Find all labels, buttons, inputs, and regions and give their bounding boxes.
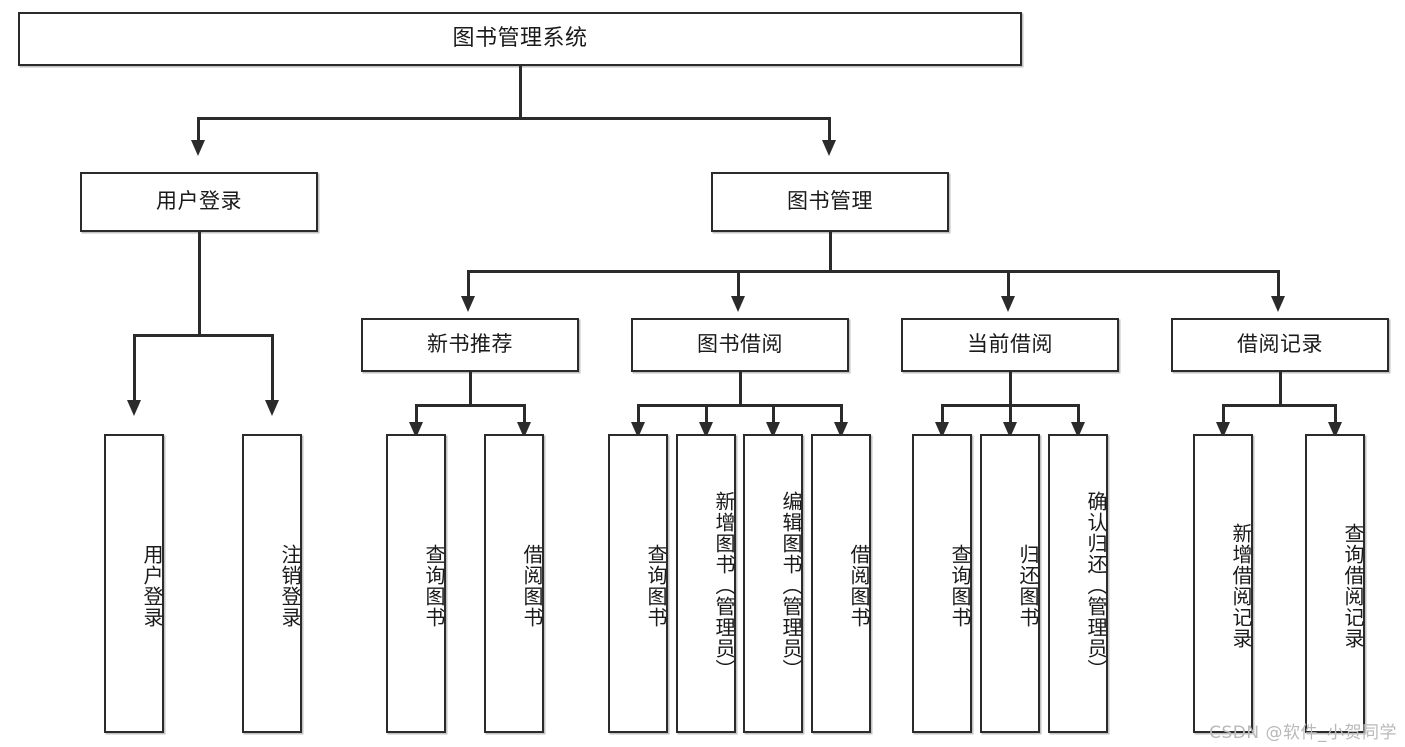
leaf-label: 查询图书 [644, 543, 668, 628]
connector-new-book-bar [415, 404, 525, 407]
connector-book-borrow-drop-2 [705, 404, 708, 426]
leaf-new-book-borrow[interactable]: 借阅图书 [484, 434, 544, 733]
csdn-watermark: CSDN @软件_小贺同学 [1209, 723, 1397, 743]
connector-new-book-drop-1 [415, 404, 418, 426]
leaf-label: 注销登录 [278, 543, 302, 628]
connector-book-manage-stem [829, 232, 832, 272]
connector-user-login-drop-1 [133, 334, 136, 402]
leaf-label: 确认归还（管理员） [1084, 491, 1108, 680]
leaf-label: 查询图书 [948, 543, 972, 628]
leaf-label: 编辑图书（管理员） [779, 491, 803, 680]
connector-book-borrow-drop-1 [637, 404, 640, 426]
connector-borrow-record-drop-2 [1334, 404, 1337, 426]
leaf-label: 借阅图书 [847, 543, 871, 628]
connector-book-borrow-drop-4 [840, 404, 843, 426]
leaf-label: 借阅图书 [520, 543, 544, 628]
node-book-borrow[interactable]: 图书借阅 [631, 318, 849, 372]
leaf-label: 新增借阅记录 [1229, 522, 1253, 649]
leaf-label: 归还图书 [1016, 543, 1040, 628]
leaf-label: 用户登录 [140, 543, 164, 628]
connector-root-to-book-manage [828, 117, 831, 143]
arrowhead-user-login-leaf-2 [265, 400, 279, 416]
connector-book-manage-bar [467, 270, 1279, 273]
connector-book-borrow-drop-3 [772, 404, 775, 426]
arrowhead-current-borrow [1001, 296, 1015, 312]
node-current-borrow[interactable]: 当前借阅 [901, 318, 1119, 372]
leaf-current-borrow-return[interactable]: 归还图书 [980, 434, 1040, 733]
connector-book-manage-drop-3 [1007, 270, 1010, 298]
node-root-library-system[interactable]: 图书管理系统 [18, 12, 1022, 66]
leaf-book-borrow-edit[interactable]: 编辑图书（管理员） [743, 434, 803, 733]
node-label: 用户登录 [156, 189, 242, 214]
connector-borrow-record-bar [1222, 404, 1336, 407]
node-label: 图书管理系统 [452, 25, 588, 51]
leaf-label: 查询图书 [422, 543, 446, 628]
connector-new-book-stem [469, 372, 472, 406]
connector-current-borrow-stem [1009, 372, 1012, 406]
leaf-book-borrow-borrow[interactable]: 借阅图书 [811, 434, 871, 733]
arrowhead-book-borrow [731, 296, 745, 312]
arrowhead-new-book-recommend [461, 296, 475, 312]
connector-root-stem [519, 66, 522, 118]
node-borrow-record[interactable]: 借阅记录 [1171, 318, 1389, 372]
connector-book-borrow-bar [637, 404, 842, 407]
leaf-current-borrow-query[interactable]: 查询图书 [912, 434, 972, 733]
connector-borrow-record-drop-1 [1222, 404, 1225, 426]
connector-user-login-drop-2 [271, 334, 274, 402]
node-label: 当前借阅 [967, 332, 1053, 357]
arrowhead-user-login-leaf-1 [127, 400, 141, 416]
leaf-label: 查询借阅记录 [1341, 522, 1365, 649]
leaf-current-borrow-confirm-return[interactable]: 确认归还（管理员） [1048, 434, 1108, 733]
node-label: 新书推荐 [427, 332, 513, 357]
leaf-user-login-logout[interactable]: 注销登录 [242, 434, 302, 733]
leaf-book-borrow-query[interactable]: 查询图书 [608, 434, 668, 733]
connector-root-bar [197, 117, 830, 120]
arrowhead-root-to-book-manage [822, 140, 836, 156]
connector-user-login-stem [198, 232, 201, 336]
node-user-login[interactable]: 用户登录 [80, 172, 318, 232]
node-label: 图书借阅 [697, 332, 783, 357]
connector-current-borrow-drop-3 [1077, 404, 1080, 426]
connector-current-borrow-drop-2 [1009, 404, 1012, 426]
arrowhead-root-to-user-login [191, 140, 205, 156]
connector-current-borrow-drop-1 [941, 404, 944, 426]
connector-borrow-record-stem [1279, 372, 1282, 406]
leaf-borrow-record-add[interactable]: 新增借阅记录 [1193, 434, 1253, 733]
connector-new-book-drop-2 [523, 404, 526, 426]
leaf-user-login-login[interactable]: 用户登录 [104, 434, 164, 733]
connector-book-borrow-stem [739, 372, 742, 406]
leaf-label: 新增图书（管理员） [712, 491, 736, 680]
node-label: 借阅记录 [1237, 332, 1323, 357]
connector-user-login-bar [133, 334, 273, 337]
node-label: 图书管理 [787, 189, 873, 214]
node-new-book-recommend[interactable]: 新书推荐 [361, 318, 579, 372]
connector-root-to-user-login [197, 117, 200, 143]
arrowhead-borrow-record [1271, 296, 1285, 312]
connector-book-manage-drop-1 [467, 270, 470, 298]
connector-book-manage-drop-4 [1277, 270, 1280, 298]
leaf-book-borrow-add[interactable]: 新增图书（管理员） [676, 434, 736, 733]
connector-book-manage-drop-2 [737, 270, 740, 298]
leaf-borrow-record-query[interactable]: 查询借阅记录 [1305, 434, 1365, 733]
leaf-new-book-query[interactable]: 查询图书 [386, 434, 446, 733]
node-book-management[interactable]: 图书管理 [711, 172, 949, 232]
